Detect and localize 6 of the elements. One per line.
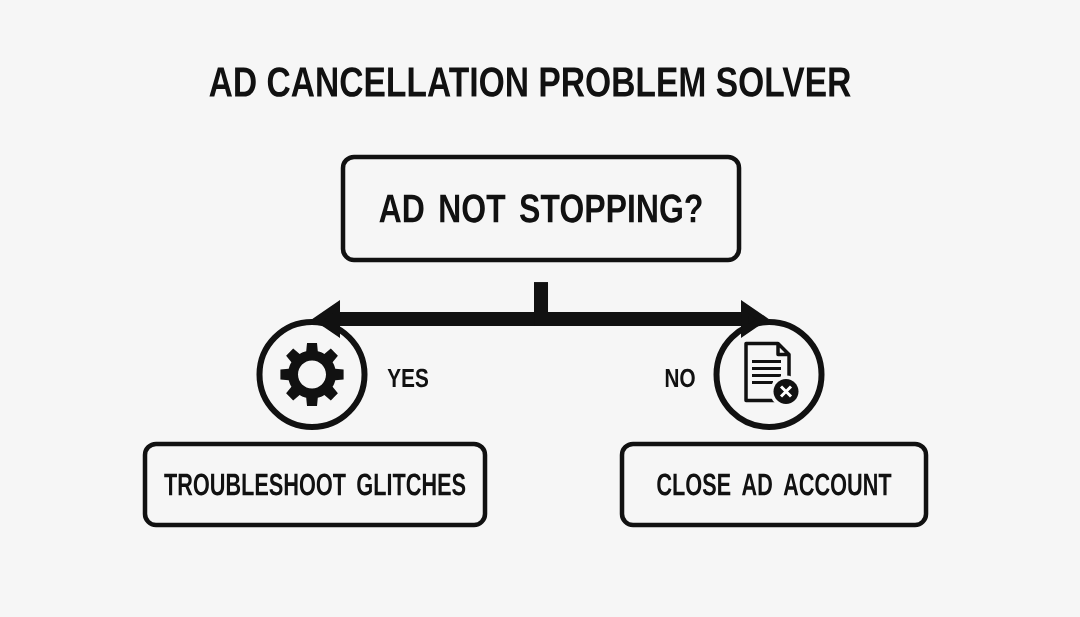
process-box: AD NOT STOPPING? bbox=[340, 154, 742, 263]
title: AD CANCELLATION PROBLEM SOLVER bbox=[209, 67, 851, 97]
branch-label: NO bbox=[665, 368, 695, 388]
process-box: TROUBLESHOOT GLITCHES bbox=[142, 441, 488, 528]
branch-label: YES bbox=[387, 368, 428, 388]
process-box: CLOSE AD ACCOUNT bbox=[619, 441, 929, 528]
